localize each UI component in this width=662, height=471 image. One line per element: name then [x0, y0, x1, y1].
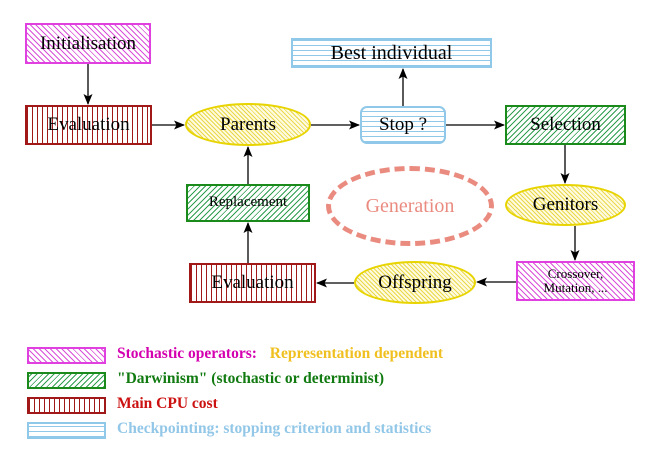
node-crossover-mutation[interactable]: Crossover, Mutation, ...: [516, 261, 635, 301]
legend-swatch-stochastic: [27, 347, 106, 364]
legend-label-stochastic-text: Stochastic operators:: [117, 345, 257, 362]
node-best-individual[interactable]: Best individual: [291, 38, 492, 68]
node-evaluation-top[interactable]: Evaluation: [25, 105, 152, 145]
legend-swatch-darwinism: [27, 372, 106, 389]
node-replacement[interactable]: Replacement: [186, 184, 310, 222]
legend-label-stochastic: Stochastic operators: Representation dep…: [117, 345, 443, 363]
node-evaluation-top-label: Evaluation: [47, 114, 130, 136]
node-genitors[interactable]: Genitors: [505, 184, 626, 226]
node-crossover-mutation-label: Crossover, Mutation, ...: [543, 266, 608, 295]
legend-label-checkpointing: Checkpointing: stopping criterion and st…: [117, 420, 432, 437]
node-evaluation-bottom-label: Evaluation: [211, 272, 294, 294]
generation-marker: Generation: [326, 166, 494, 246]
node-initialisation-label: Initialisation: [39, 32, 137, 54]
legend-label-darwinism: "Darwinism" (stochastic or determinist): [117, 370, 385, 387]
node-best-individual-label: Best individual: [330, 41, 453, 64]
node-stop-label: Stop ?: [378, 114, 428, 136]
node-selection-label: Selection: [530, 114, 601, 136]
legend-swatch-cpu: [27, 397, 106, 414]
node-parents[interactable]: Parents: [185, 103, 311, 146]
legend-swatch-checkpointing: [27, 422, 106, 439]
node-evaluation-bottom[interactable]: Evaluation: [189, 263, 316, 303]
generation-label: Generation: [365, 194, 455, 217]
node-stop[interactable]: Stop ?: [360, 106, 446, 144]
node-parents-label: Parents: [220, 113, 276, 135]
node-replacement-label: Replacement: [208, 194, 288, 211]
node-initialisation[interactable]: Initialisation: [25, 23, 151, 64]
legend-label-cpu: Main CPU cost: [117, 395, 218, 412]
node-selection[interactable]: Selection: [505, 105, 626, 145]
legend-label-stochastic-extra: Representation dependent: [269, 345, 444, 362]
node-offspring-label: Offspring: [378, 271, 452, 293]
node-offspring[interactable]: Offspring: [354, 261, 476, 304]
node-genitors-label: Genitors: [532, 194, 599, 216]
